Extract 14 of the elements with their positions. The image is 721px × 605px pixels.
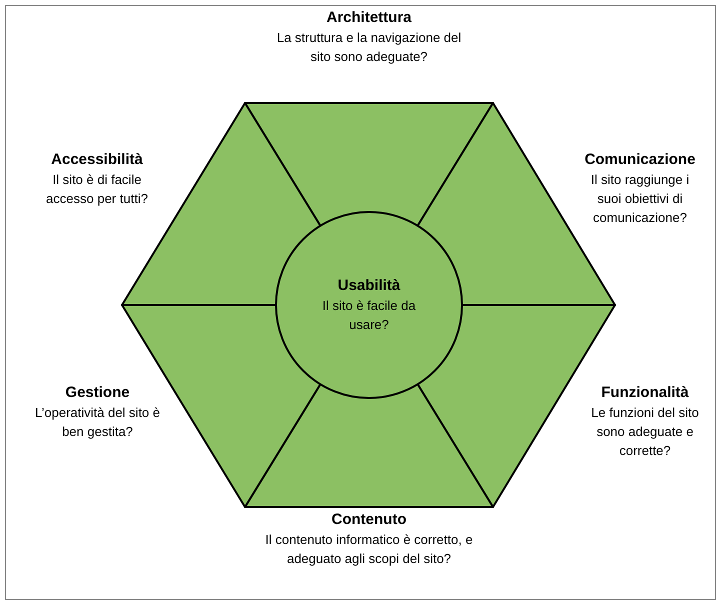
question-text: Il contenuto informatico è corretto, e adeguato agli scopi del sito? xyxy=(264,531,474,568)
question-text: La struttura e la navigazione del sito sono adeguate? xyxy=(276,29,462,66)
section-heading: Accessibilità xyxy=(50,150,144,170)
section-heading: Comunicazione xyxy=(584,150,696,170)
section-heading: Funzionalità xyxy=(600,383,690,403)
question-text: Il sito è facile da usare? xyxy=(322,297,416,334)
question-text: Il sito è di facile accesso per tutti? xyxy=(45,171,149,208)
section-heading: Gestione xyxy=(64,383,131,403)
section-heading: Usabilità xyxy=(338,276,400,296)
question-text: L’operatività del sito è ben gestita? xyxy=(34,404,162,441)
question-text: Le funzioni del sito sono adeguate e corrette? xyxy=(590,404,700,460)
section-heading: Contenuto xyxy=(330,510,408,530)
question-text: Il sito raggiunge i suoi obiettivi di comunicazione? xyxy=(590,171,690,227)
section-heading: Architettura xyxy=(325,8,412,28)
